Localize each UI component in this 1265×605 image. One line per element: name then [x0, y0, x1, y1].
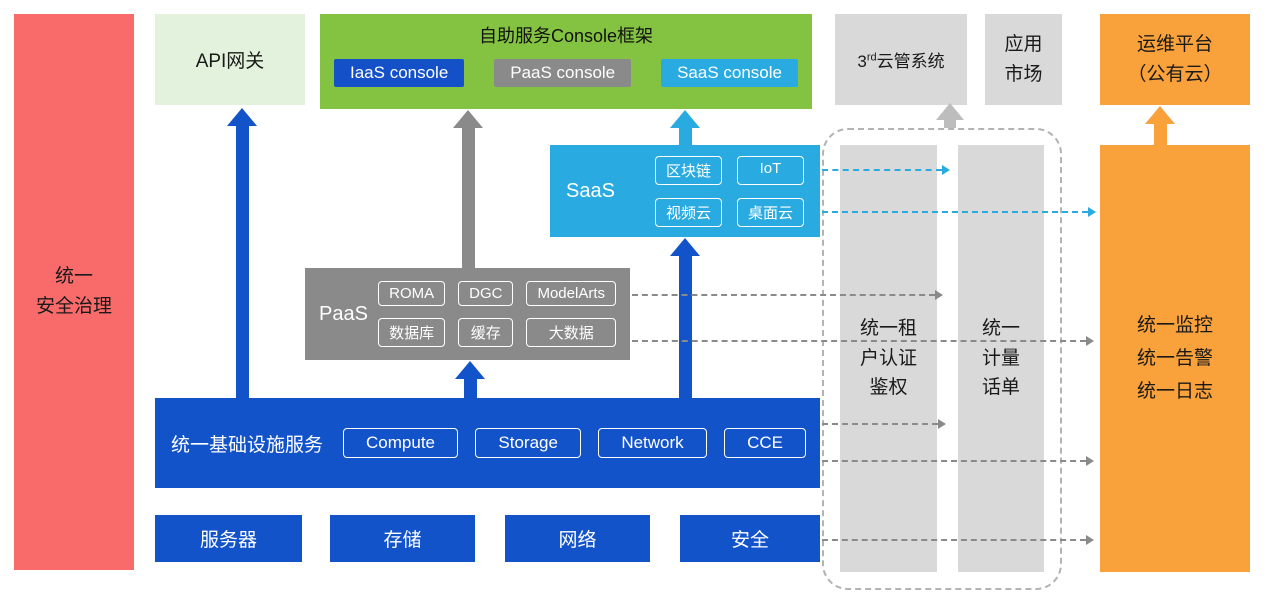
arrow-paas-to-console-shaft	[462, 126, 475, 268]
arrow-to-om-platform-head	[1145, 106, 1175, 124]
arrow-infra-to-api-shaft	[236, 124, 249, 398]
arrow-infra-to-paas-head	[455, 361, 485, 379]
saas-chip-grid: 区块链 IoT 视频云 桌面云	[654, 155, 804, 227]
saas-chip-blockchain: 区块链	[654, 155, 722, 185]
third-party-cloud-box: 3rd云管系统	[835, 14, 967, 105]
paas-chip-database: 数据库	[378, 318, 446, 347]
console-pill-row: IaaS console PaaS console SaaS console	[320, 48, 812, 87]
paas-chip-modelarts: ModelArts	[526, 281, 616, 306]
arrow-saas-to-console-head	[670, 110, 700, 128]
paas-console-pill: PaaS console	[494, 59, 632, 87]
arrow-infra-to-paas-shaft	[464, 377, 477, 398]
iaas-console-pill: IaaS console	[334, 59, 465, 87]
hardware-security-box: 安全	[680, 515, 820, 562]
paas-chip-roma: ROMA	[378, 281, 446, 306]
paas-chip-dgc: DGC	[458, 281, 514, 306]
console-framework-box: 自助服务Console框架 IaaS console PaaS console …	[320, 14, 812, 109]
paas-chip-cache: 缓存	[458, 318, 514, 347]
saas-console-pill: SaaS console	[661, 59, 798, 87]
app-market-box: 应用 市场	[985, 14, 1062, 105]
api-gateway-box: API网关	[155, 14, 305, 105]
dashed-arrow-hardware-to-monitor-head	[1086, 535, 1094, 545]
infra-chip-network: Network	[598, 428, 707, 458]
infra-chip-storage: Storage	[475, 428, 581, 458]
paas-box: PaaS ROMA DGC ModelArts 数据库 缓存 大数据	[305, 268, 630, 360]
third-party-cloud-label: 3rd云管系统	[857, 51, 945, 71]
om-platform-box: 运维平台 （公有云）	[1100, 14, 1250, 105]
arrow-paas-to-console-head	[453, 110, 483, 128]
arrow-to-third-cloud-shaft	[944, 119, 956, 128]
arrow-infra-to-saas-shaft	[679, 254, 692, 398]
arrow-saas-to-console-shaft	[679, 126, 692, 145]
dashed-arrow-paas-to-monitor	[632, 340, 1086, 342]
dashed-arrow-saas-to-monitor	[822, 211, 1088, 213]
arrow-to-om-platform-shaft	[1154, 122, 1167, 145]
arrow-infra-to-api-head	[227, 108, 257, 126]
saas-box: SaaS 区块链 IoT 视频云 桌面云	[550, 145, 820, 237]
dashed-arrow-paas-to-metering-head	[935, 290, 943, 300]
paas-chip-bigdata: 大数据	[526, 318, 616, 347]
paas-label: PaaS	[319, 302, 368, 325]
dashed-arrow-paas-to-metering	[632, 294, 935, 296]
console-framework-title: 自助服务Console框架	[478, 26, 654, 46]
dashed-arrow-paas-to-monitor-head	[1086, 336, 1094, 346]
dashed-arrow-infra-to-metering-head	[938, 419, 946, 429]
security-governance-bar: 统一 安全治理	[14, 14, 134, 570]
paas-chip-grid: ROMA DGC ModelArts 数据库 缓存 大数据	[378, 281, 616, 347]
hardware-network-box: 网络	[505, 515, 650, 562]
infra-chip-cce: CCE	[724, 428, 806, 458]
saas-chip-desktop-cloud: 桌面云	[736, 197, 804, 227]
monitoring-alarm-log-bar: 统一监控 统一告警 统一日志	[1100, 145, 1250, 572]
dashed-arrow-infra-to-monitor-head	[1086, 456, 1094, 466]
hardware-storage-box: 存储	[330, 515, 475, 562]
dashed-arrow-hardware-to-monitor	[822, 539, 1086, 541]
arrow-to-third-cloud-head	[936, 103, 964, 120]
dashed-arrow-saas-to-metering-head	[942, 165, 950, 175]
dashed-arrow-saas-to-monitor-head	[1088, 207, 1096, 217]
infrastructure-label: 统一基础设施服务	[171, 434, 324, 456]
saas-chip-video-cloud: 视频云	[654, 197, 722, 227]
tenant-services-dashed-frame	[822, 128, 1062, 590]
hardware-server-box: 服务器	[155, 515, 302, 562]
dashed-arrow-infra-to-metering	[822, 423, 938, 425]
tenant-auth-bar: 统一租 户认证 鉴权	[840, 145, 937, 572]
saas-chip-iot: IoT	[736, 155, 804, 185]
dashed-arrow-infra-to-monitor	[822, 460, 1086, 462]
metering-billing-bar: 统一 计量 话单	[958, 145, 1044, 572]
infra-chip-compute: Compute	[343, 428, 458, 458]
dashed-arrow-saas-to-metering	[822, 169, 942, 171]
arrow-infra-to-saas-head	[670, 238, 700, 256]
infrastructure-items: Compute Storage Network CCE	[343, 428, 806, 458]
saas-label: SaaS	[566, 179, 615, 202]
infrastructure-box: 统一基础设施服务 Compute Storage Network CCE	[155, 398, 820, 488]
